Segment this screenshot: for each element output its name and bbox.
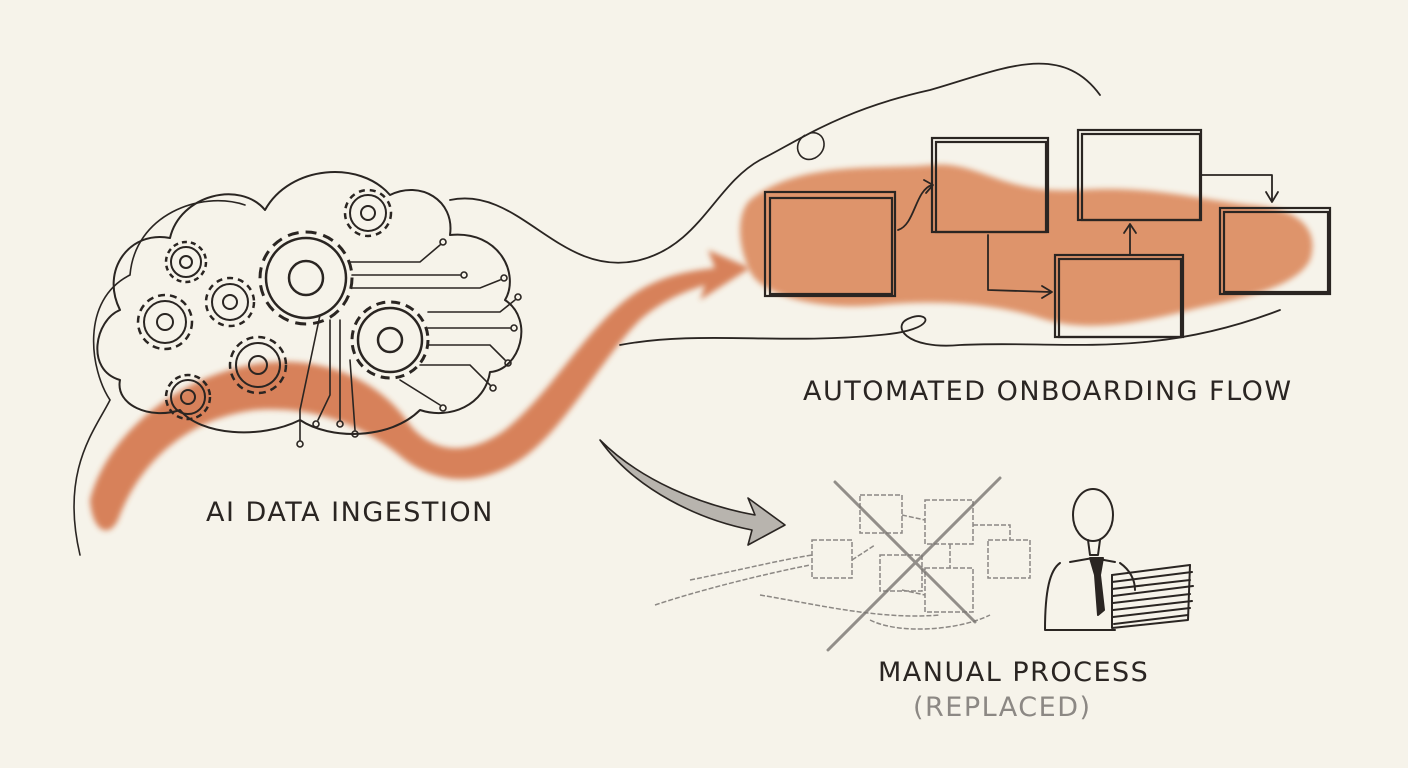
replaced-arrow-icon [599,439,786,546]
gear-small-1-icon [164,240,208,284]
manual-process-faded-boxes [654,494,1031,630]
gear-top-icon [343,188,393,238]
cloud-to-flow-connector [449,62,1101,264]
automated-flow-arrows [897,174,1279,299]
circuit-traces-icon [296,238,522,448]
gear-mid-icon [350,300,430,380]
manual-process-label: MANUAL PROCESS [878,657,1150,688]
gear-large-icon [258,230,354,326]
bottom-flow-line [619,309,1281,347]
flow-box-1 [763,190,897,298]
connector-loop [796,132,825,161]
replaced-label: REPLACED [913,692,1092,723]
cloud-outer-swirl [73,200,246,556]
cross-out-icon [826,476,1002,652]
gear-small-5-icon [164,373,212,421]
flow-box-5 [1218,206,1332,296]
automated-flow-wash [740,164,1313,326]
gear-small-2-icon [136,293,194,351]
ingestion-flow-arrow [90,250,750,531]
automated-flow-label: AUTOMATED ONBOARDING FLOW [803,376,1293,407]
gear-small-3-icon [204,276,256,328]
person-paperwork-icon [1044,488,1194,631]
gear-small-4-icon [228,335,288,395]
ingestion-label: AI DATA INGESTION [206,497,494,528]
